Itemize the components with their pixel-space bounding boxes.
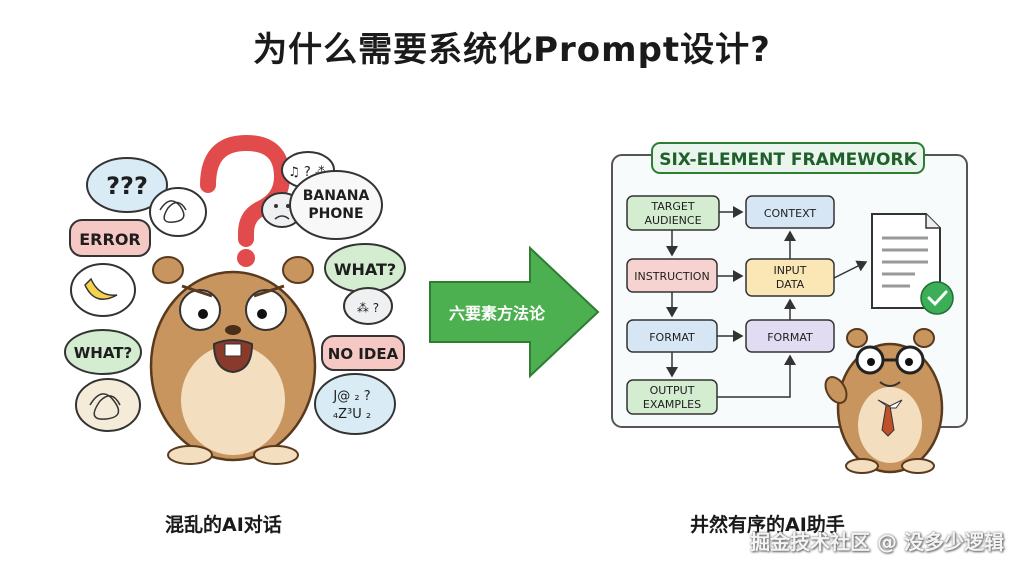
chaos-illustration: ??? ♫ ? ⁂ BANANA PHONE ERROR WHAT? ⁂ ? W… [64,134,406,465]
scribble-icon-2 [89,393,121,420]
node-input-1: INPUT [774,264,807,277]
node-input-2: DATA [776,278,805,291]
transform-arrow: 六要素方法论 [429,245,600,379]
smart-hamster [824,328,944,474]
watermark: 掘金技术社区 @ 没多少逻辑 [750,530,1004,554]
node-instruction: INSTRUCTION [634,270,709,283]
node-output-1: OUTPUT [650,384,695,397]
arrow-label: 六要素方法论 [449,304,546,323]
bubble-garble-2: ₄Z³U ₂ [333,407,371,422]
node-output-2: EXAMPLES [643,398,701,411]
svg-text:⁂ ?: ⁂ ? [357,301,379,315]
framework-title: SIX-ELEMENT FRAMEWORK [659,150,917,170]
banana-icon [84,277,118,300]
bubble-banana-2: PHONE [308,206,363,222]
sad-face-icon [274,215,290,220]
red-question-mark [200,134,291,247]
node-format-left: FORMAT [649,331,695,344]
bubble-no-idea: NO IDEA [328,345,399,363]
page-title: 为什么需要系统化Prompt设计? [253,30,771,70]
scribble-icon [159,200,187,223]
bubble-error: ERROR [79,230,141,249]
bubble-what-left: WHAT? [74,344,132,362]
node-target-1: TARGET [650,200,695,213]
caption-organized: 井然有序的AI助手 [690,514,845,536]
question-dot [237,249,255,267]
node-format-right: FORMAT [767,331,813,344]
caption-chaotic: 混乱的AI对话 [165,514,282,536]
node-context: CONTEXT [764,207,817,220]
bubble-garble-1: J@ ₂ ? [332,389,370,404]
bubble-what-right: WHAT? [334,260,396,279]
bubble-banana-1: BANANA [303,188,370,204]
node-target-2: AUDIENCE [644,214,701,227]
six-element-framework: SIX-ELEMENT FRAMEWORK TARGET AUDIENCE CO… [611,142,968,474]
confused-hamster [149,256,317,465]
bubble-q: ??? [106,172,148,200]
document-check-icon [871,213,954,315]
